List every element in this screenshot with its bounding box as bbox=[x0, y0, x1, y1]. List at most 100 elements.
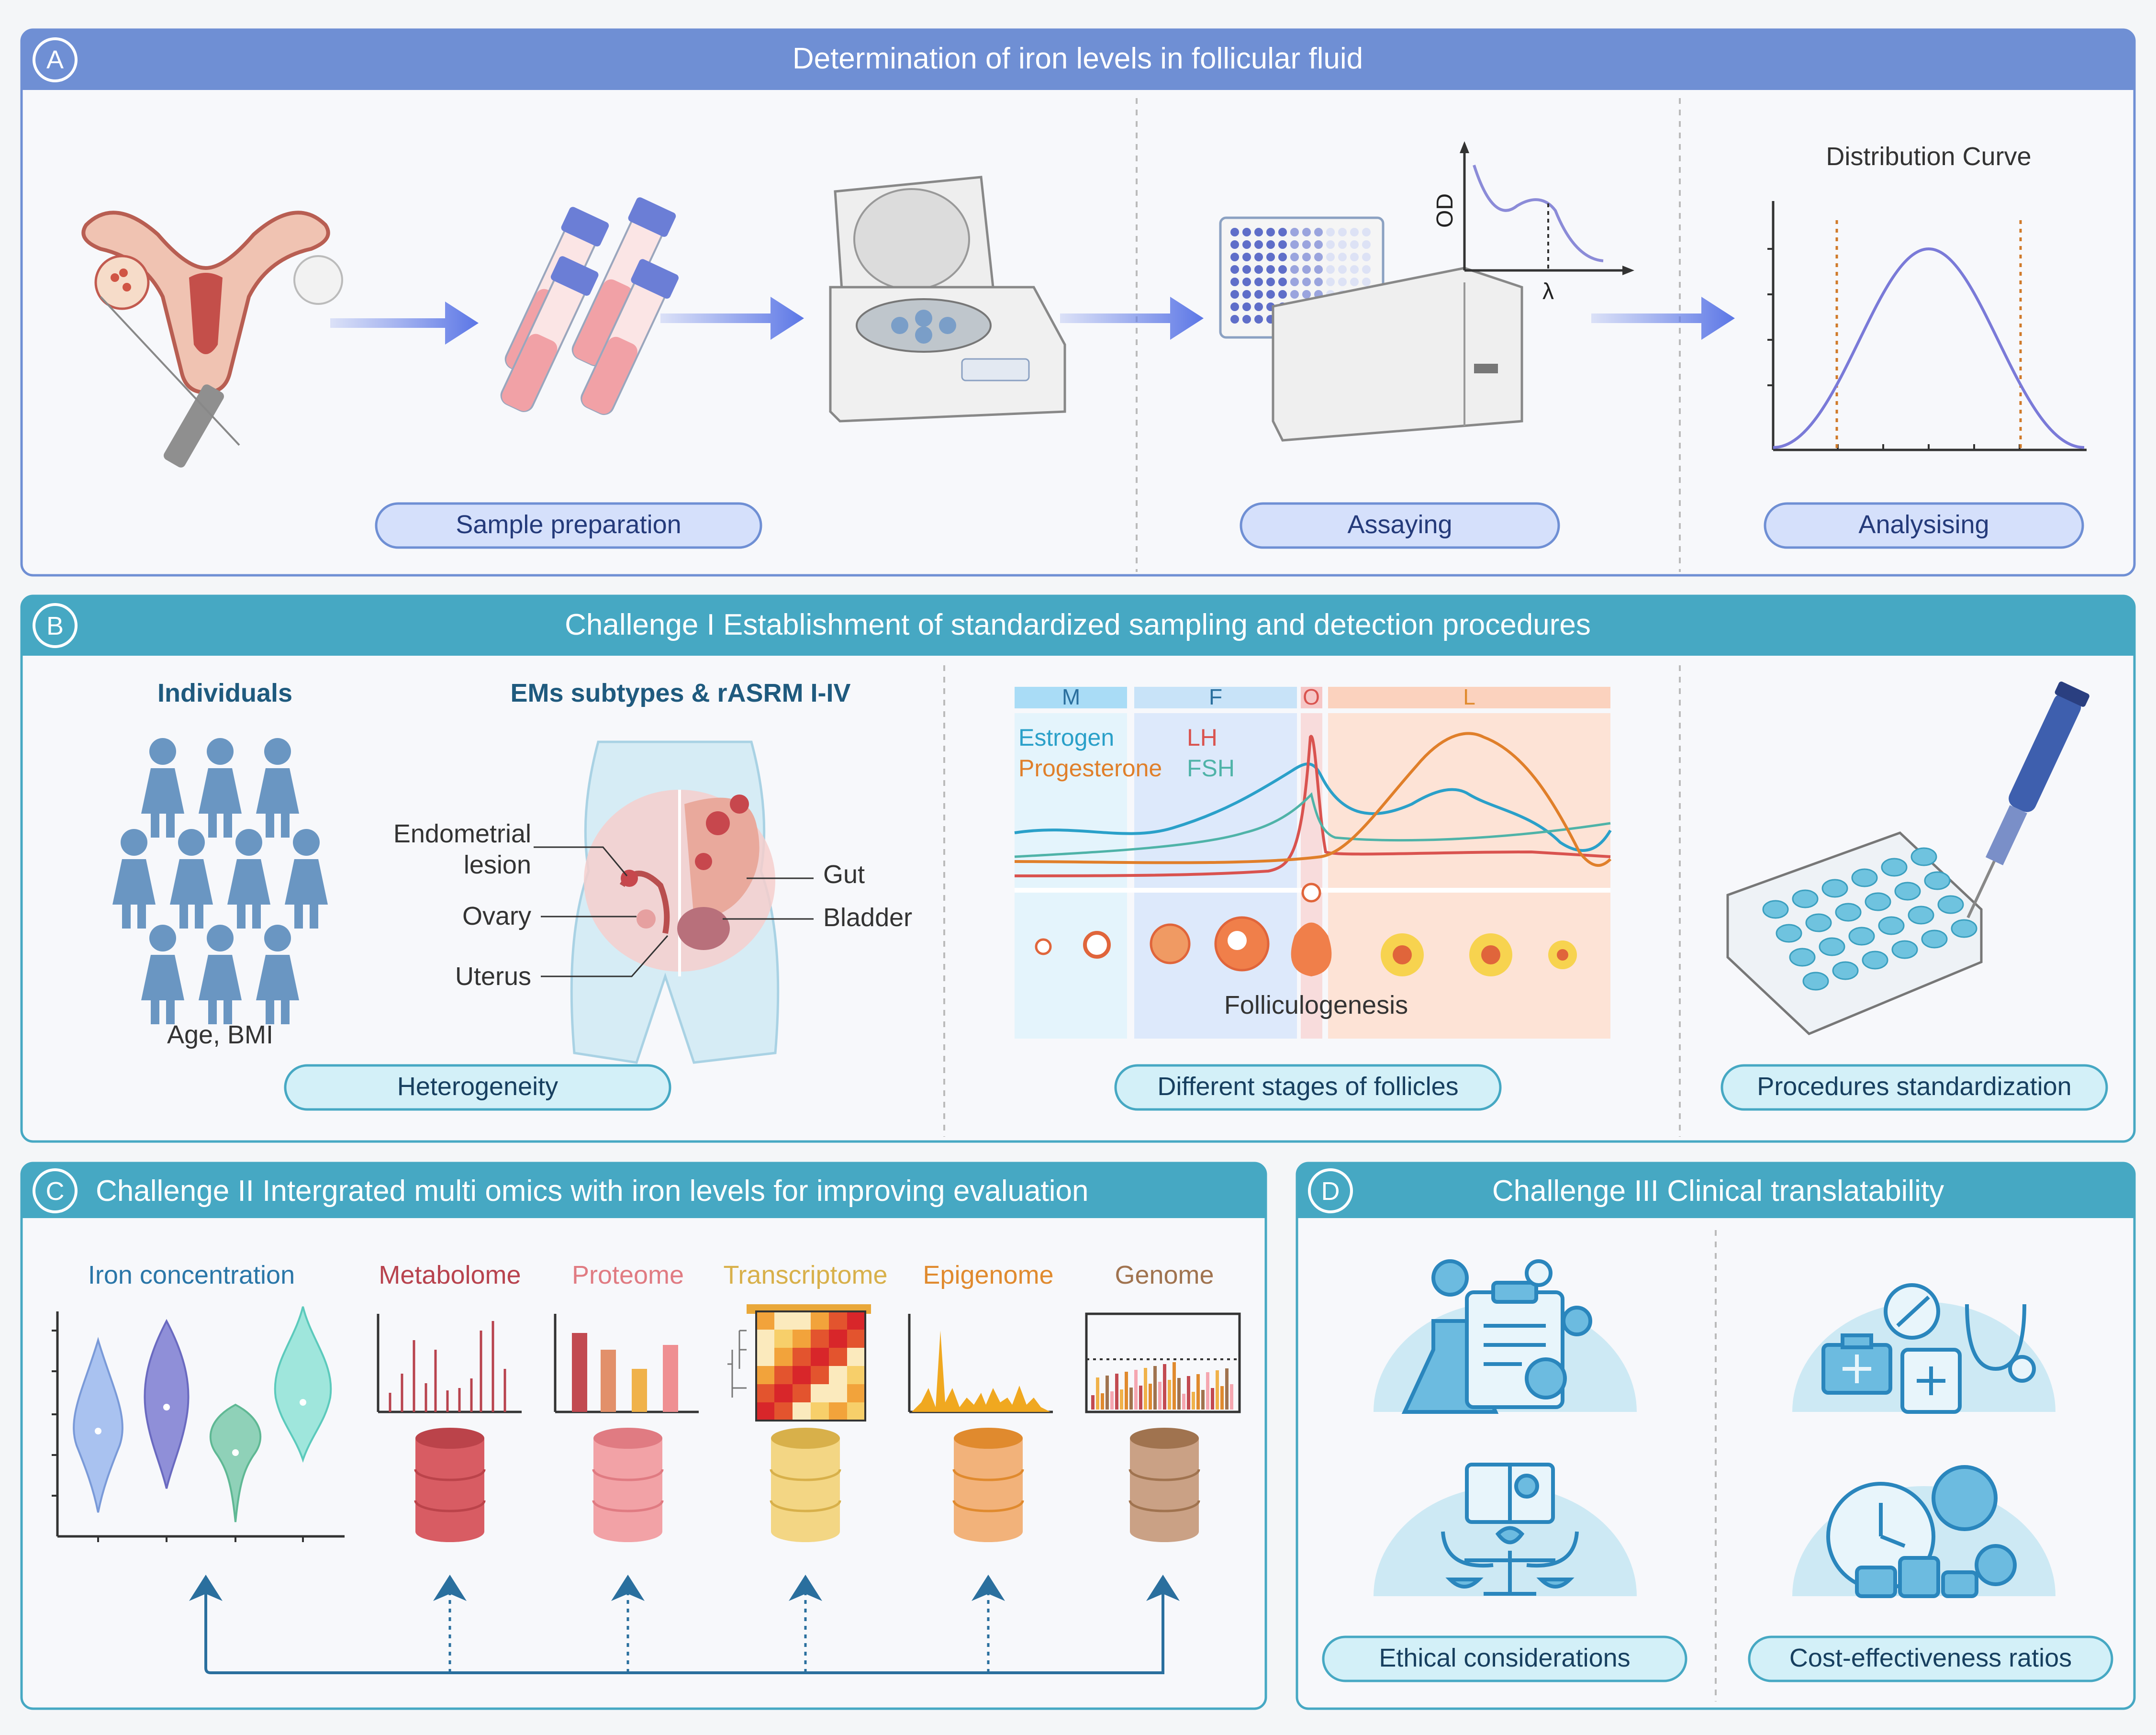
plate-well bbox=[1832, 961, 1859, 980]
manhattan-bar bbox=[1220, 1386, 1224, 1410]
plate-well bbox=[1362, 253, 1371, 261]
integration-arrows bbox=[204, 1591, 1164, 1674]
plate-well bbox=[1278, 240, 1287, 249]
uterus-illustration bbox=[81, 211, 343, 468]
plate-well bbox=[1326, 240, 1335, 249]
plate-well bbox=[1266, 228, 1275, 236]
legend-progesterone: Progesterone bbox=[1018, 755, 1162, 782]
plate-well bbox=[1350, 265, 1359, 274]
panel-b: B Challenge I Establishment of standardi… bbox=[20, 594, 2136, 1143]
phase-o: O bbox=[1303, 684, 1320, 709]
plate-well bbox=[1242, 302, 1251, 311]
plate-well bbox=[1230, 278, 1239, 286]
person-icon bbox=[141, 738, 184, 838]
person-icon bbox=[256, 925, 299, 1024]
heatmap-cell bbox=[829, 1311, 847, 1330]
manhattan-bar bbox=[1201, 1390, 1205, 1410]
plate-well bbox=[1302, 265, 1311, 274]
plate-well bbox=[1242, 278, 1251, 286]
heatmap-cell bbox=[847, 1402, 865, 1421]
person-icon bbox=[256, 738, 299, 838]
lambda-axis-label: λ bbox=[1542, 279, 1554, 304]
phase-m: M bbox=[1062, 684, 1080, 709]
centrifuge-illustration bbox=[829, 176, 1066, 423]
omics-label-genome: Genome bbox=[1115, 1261, 1214, 1289]
heatmap-cell bbox=[774, 1366, 793, 1384]
plate-well bbox=[1350, 253, 1359, 261]
people-illustration bbox=[112, 738, 328, 1024]
plate-well bbox=[1242, 253, 1251, 261]
heatmap-cell bbox=[811, 1402, 829, 1421]
heatmap-cell bbox=[811, 1311, 829, 1330]
heatmap-cell bbox=[829, 1348, 847, 1366]
database-cylinder bbox=[592, 1428, 664, 1542]
database-cylinder bbox=[952, 1428, 1024, 1542]
body-anatomy-illustration bbox=[570, 740, 780, 1064]
manhattan-bar bbox=[1120, 1389, 1123, 1410]
heatmap-cell bbox=[756, 1402, 774, 1421]
panel-c: C Challenge II Intergrated multi omics w… bbox=[20, 1162, 1267, 1710]
plate-well bbox=[1302, 228, 1311, 236]
plate-well bbox=[1937, 895, 1964, 914]
label-uterus: Uterus bbox=[455, 962, 531, 991]
plate-well bbox=[1242, 315, 1251, 324]
plate-well bbox=[1821, 879, 1848, 898]
heatmap-cell bbox=[793, 1330, 811, 1348]
plate-well bbox=[1851, 868, 1878, 887]
plate-well bbox=[1776, 924, 1802, 943]
manhattan-bar bbox=[1101, 1393, 1104, 1410]
heatmap-cell bbox=[756, 1366, 774, 1384]
manhattan-bar bbox=[1096, 1377, 1099, 1410]
plate-well bbox=[1789, 948, 1816, 967]
label-analysising: Analysising bbox=[1858, 510, 1989, 539]
database-cylinder bbox=[414, 1428, 486, 1542]
legend-estrogen: Estrogen bbox=[1018, 724, 1114, 751]
heatmap-cell bbox=[793, 1311, 811, 1330]
heatmap-cell bbox=[793, 1366, 811, 1384]
plate-well bbox=[1290, 240, 1299, 249]
plate-reader-illustration: OD λ bbox=[1219, 141, 1634, 442]
omics-databases bbox=[414, 1428, 1200, 1542]
plate-well bbox=[1326, 228, 1335, 236]
manhattan-bar bbox=[1125, 1372, 1128, 1410]
plate-well bbox=[1314, 278, 1323, 286]
plate-well bbox=[1230, 315, 1239, 324]
plate-well bbox=[1230, 253, 1239, 261]
plate-well bbox=[1338, 253, 1347, 261]
person-icon bbox=[199, 738, 242, 838]
plate-well bbox=[1266, 253, 1275, 261]
plate-well bbox=[1924, 871, 1951, 890]
plate-well bbox=[1762, 900, 1789, 919]
heatmap-cell bbox=[811, 1348, 829, 1366]
plate-well bbox=[1290, 265, 1299, 274]
label-cost-effectiveness: Cost-effectiveness ratios bbox=[1789, 1644, 2072, 1672]
label-sample-preparation: Sample preparation bbox=[456, 510, 681, 539]
plate-well bbox=[1878, 916, 1905, 935]
plate-well bbox=[1338, 265, 1347, 274]
distribution-curve-title: Distribution Curve bbox=[1826, 142, 2031, 171]
plate-well bbox=[1362, 278, 1371, 286]
plate-well bbox=[1302, 278, 1311, 286]
label-bladder: Bladder bbox=[823, 903, 912, 932]
heatmap-cell bbox=[847, 1366, 865, 1384]
plate-well bbox=[1254, 302, 1263, 311]
label-gut: Gut bbox=[823, 860, 865, 889]
plate-well bbox=[1290, 253, 1299, 261]
manhattan-bar bbox=[1206, 1372, 1209, 1410]
plate-well bbox=[1792, 889, 1819, 908]
heatmap-cell bbox=[847, 1330, 865, 1348]
omics-label-metabolome: Metabolome bbox=[379, 1261, 521, 1289]
plate-well bbox=[1278, 278, 1287, 286]
heatmap-cell bbox=[756, 1348, 774, 1366]
plate-well bbox=[1290, 228, 1299, 236]
omics-label-epigenome: Epigenome bbox=[923, 1261, 1053, 1289]
plate-well bbox=[1350, 228, 1359, 236]
plate-well bbox=[1254, 315, 1263, 324]
plate-well bbox=[1254, 240, 1263, 249]
plate-well bbox=[1266, 240, 1275, 249]
label-ethical-considerations: Ethical considerations bbox=[1379, 1644, 1630, 1672]
manhattan-bar bbox=[1110, 1391, 1114, 1410]
metabolome-chart bbox=[377, 1314, 522, 1413]
manhattan-bar bbox=[1144, 1368, 1147, 1410]
